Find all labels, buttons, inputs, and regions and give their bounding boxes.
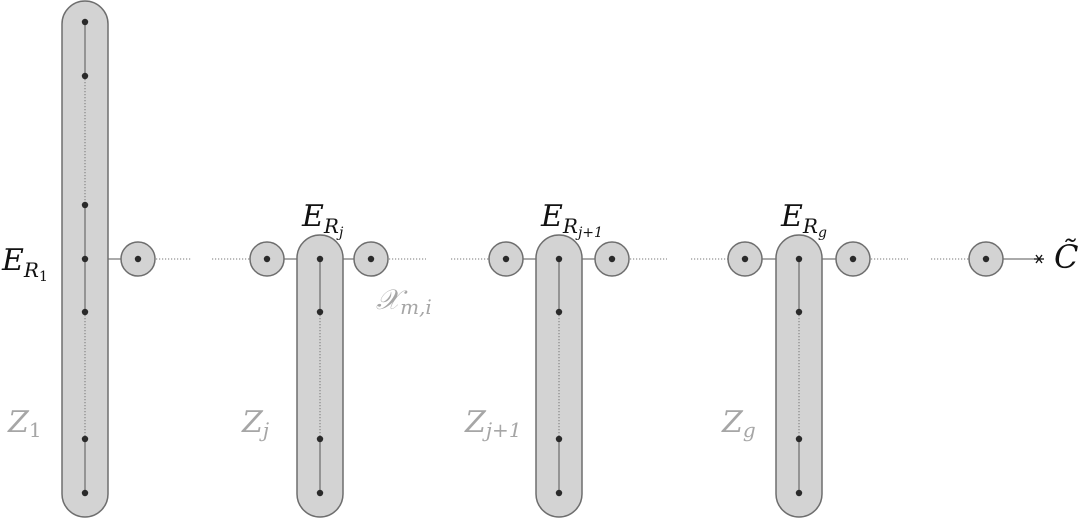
node [81, 435, 89, 443]
node [81, 255, 89, 263]
component-zg [775, 234, 823, 518]
label-e-r1: ER1 [1, 243, 48, 285]
node [741, 255, 749, 263]
node [849, 255, 857, 263]
label-e-rg: ERg [780, 199, 827, 241]
node [316, 308, 324, 316]
component-z1 [61, 0, 109, 518]
node [502, 255, 510, 263]
node [316, 255, 324, 263]
node [316, 489, 324, 497]
node [134, 255, 142, 263]
node [81, 72, 89, 80]
label-z1: Z1 [7, 405, 42, 442]
node [81, 18, 89, 26]
node [316, 435, 324, 443]
chain-circles [120, 241, 1004, 277]
node [555, 489, 563, 497]
node [555, 255, 563, 263]
node [263, 255, 271, 263]
node [555, 308, 563, 316]
label-e-rj: ERj [301, 199, 344, 241]
label-e-rj1: ERj+1 [540, 199, 603, 241]
node [795, 435, 803, 443]
node [608, 255, 616, 263]
node [367, 255, 375, 263]
node [795, 308, 803, 316]
label-zj: Zj [241, 405, 269, 442]
component-zj1 [535, 234, 583, 518]
node [555, 435, 563, 443]
component-zj [296, 234, 344, 518]
label-zg: Zg [721, 405, 756, 442]
node [81, 201, 89, 209]
label-x-mi: 𝒳m,i [376, 283, 432, 319]
label-c-tilde: C̃ [1054, 238, 1078, 276]
node [982, 255, 990, 263]
endpoint-marker [1034, 254, 1044, 264]
node [81, 489, 89, 497]
node [81, 308, 89, 316]
label-zj1: Zj+1 [464, 405, 522, 442]
node [795, 489, 803, 497]
node [795, 255, 803, 263]
